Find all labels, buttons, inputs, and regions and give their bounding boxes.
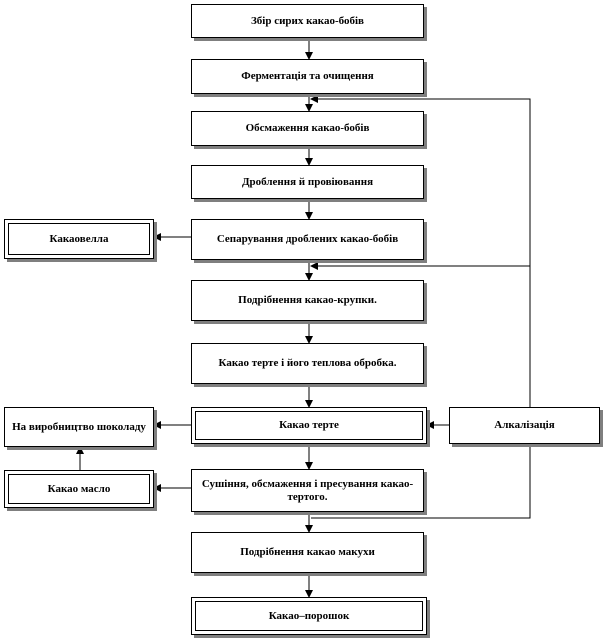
line-alkalization-to-cake [311,444,531,519]
box-cocoa-shell: Какаовелла [4,219,154,259]
box-cocoa-butter: Какао масло [4,470,154,508]
box-grinding-nibs: Подрібнення какао-крупки. [191,280,424,321]
line-alkalization-feedback [310,95,531,407]
box-cocoa-liquor: Какао терте [191,407,427,444]
box-fermentation: Ферментація та очищення [191,59,424,94]
box-separation: Сепарування дроблених какао-бобів [191,219,424,260]
box-crushing: Дроблення й провіювання [191,165,424,199]
box-drying-pressing: Сушіння, обсмаження і пресування какао-т… [191,469,424,512]
box-roasting: Обсмаження какао-бобів [191,111,424,146]
box-cocoa-powder: Какао–порошок [191,597,427,635]
box-harvest: Збір сирих какао-бобів [191,4,424,38]
box-chocolate-production: На виробництво шоколаду [4,407,154,447]
box-liquor-processing: Какао терте і його теплова обробка. [191,343,424,384]
box-grinding-cake: Подрібнення какао макухи [191,532,424,573]
box-alkalization: Алкалізація [449,407,600,444]
